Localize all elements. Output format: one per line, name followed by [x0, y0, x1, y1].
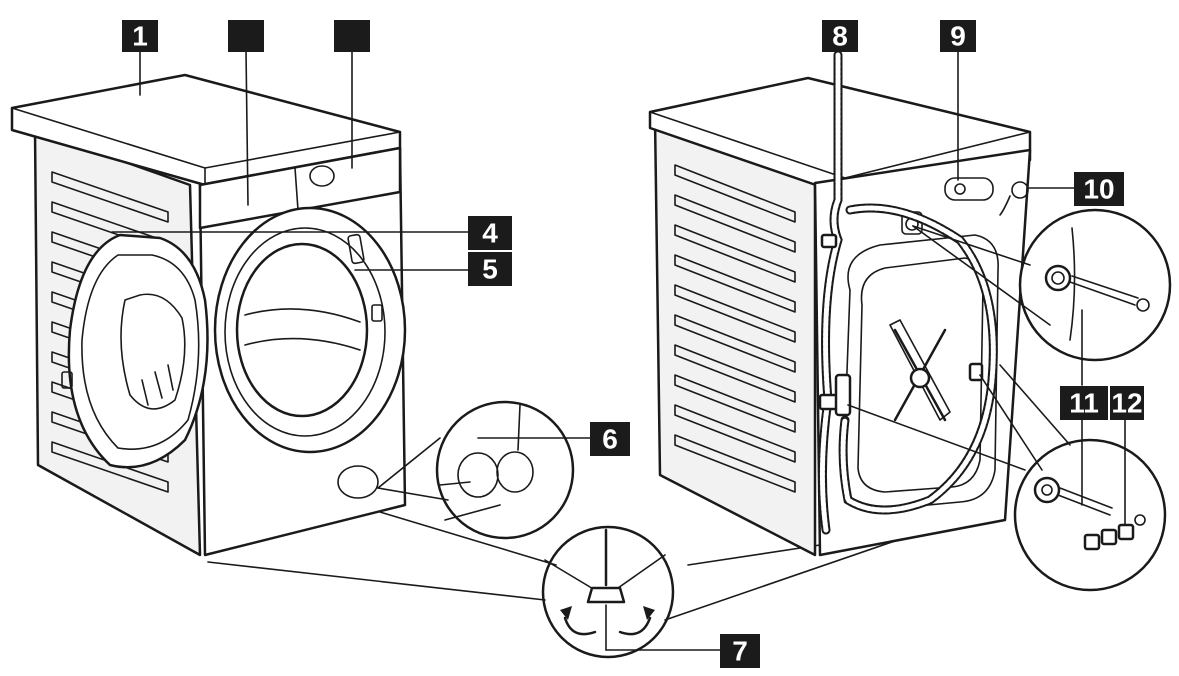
- transit-bolt-top: [944, 177, 994, 201]
- control-panel: [198, 146, 402, 230]
- program-dial-icon: [309, 165, 335, 187]
- callout-2: [228, 20, 264, 52]
- callout-3: [334, 20, 370, 52]
- callout-6-label: 6: [602, 424, 618, 455]
- spacer-zoom: [847, 364, 1167, 592]
- callout-8: 8: [822, 20, 858, 52]
- drain-pump-cover: [337, 465, 379, 499]
- callout-4-label: 4: [482, 218, 498, 249]
- callout-5: 5: [468, 252, 512, 286]
- door-porthole: [213, 206, 407, 454]
- door-lock-icon: [347, 233, 365, 265]
- side-vents-right: [674, 164, 796, 493]
- callout-6: 6: [590, 422, 630, 456]
- foot-zoom: [207, 509, 986, 659]
- callout-7-label: 7: [732, 636, 748, 667]
- callout-12: 12: [1110, 386, 1144, 420]
- drain-pump-zoom: [377, 400, 575, 540]
- callout-12-label: 12: [1111, 388, 1142, 419]
- callout-1: 1: [122, 20, 158, 52]
- machine-right-side-panel: [653, 116, 817, 557]
- callout-8-label: 8: [832, 21, 848, 52]
- callout-9: 9: [940, 20, 976, 52]
- open-door: [61, 233, 209, 469]
- callout-9-label: 9: [950, 21, 966, 52]
- callout-11-label: 11: [1069, 388, 1099, 419]
- callout-7: 7: [720, 634, 760, 668]
- front-machine: [10, 73, 407, 557]
- callout-5-label: 5: [482, 254, 498, 285]
- x-bracket: [889, 319, 951, 422]
- adjustable-foot-icon: [586, 586, 626, 604]
- callout-10-label: 10: [1083, 174, 1114, 205]
- leader-lines: [111, 49, 1126, 651]
- water-inlet-icon: [1011, 181, 1029, 199]
- rear-machine: [648, 50, 1032, 557]
- callout-1-label: 1: [132, 21, 148, 52]
- transit-bolt-zoom: [912, 208, 1172, 362]
- callout-4: 4: [468, 216, 512, 250]
- callout-10: 10: [1074, 172, 1124, 206]
- callout-11: 11: [1060, 386, 1108, 420]
